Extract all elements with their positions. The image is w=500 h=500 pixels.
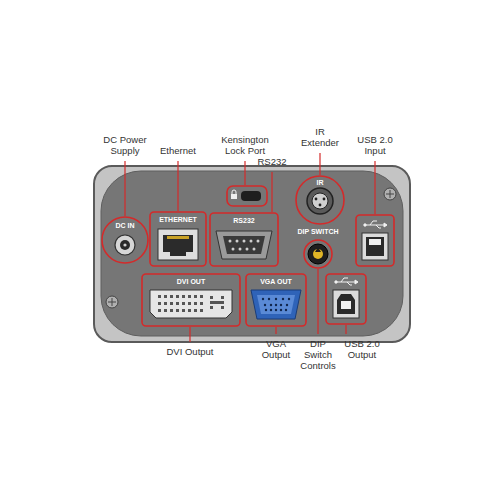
callout-outline (102, 176, 394, 326)
usb-a-port (362, 233, 388, 260)
screw (106, 296, 118, 308)
callout-label: RS232 (255, 156, 289, 167)
dc-jack (115, 235, 135, 255)
usb-b-port (333, 290, 359, 318)
panel-marking: RS232 (224, 217, 264, 225)
housing (94, 166, 410, 342)
ethernet-jack (158, 229, 198, 260)
ir-connector (307, 188, 333, 214)
callout-label: Ethernet (153, 145, 203, 156)
panel-marking: DC IN (107, 222, 143, 230)
callout-label: DC Power Supply (100, 134, 150, 156)
callout-label: IR Extender (298, 126, 342, 148)
dip-switch-dial (308, 244, 328, 264)
usb-symbol (364, 221, 387, 228)
vga-connector (251, 290, 301, 319)
panel-marking: VGA OUT (251, 278, 301, 286)
panel-marking: DIP SWITCH (293, 228, 343, 236)
usb-symbol (335, 278, 358, 285)
callout-label: Kensington Lock Port (216, 134, 274, 156)
rs232-connector (216, 231, 272, 259)
callout-label: VGA Output (255, 338, 297, 360)
kensington-slot (231, 190, 261, 201)
panel-marking: DVI OUT (166, 278, 216, 286)
callout-label: USB 2.0 Output (341, 338, 383, 360)
leader-line (125, 153, 375, 342)
panel-marking: ETHERNET (152, 216, 204, 224)
panel-marking: IR (312, 179, 328, 187)
back-plate (101, 171, 403, 336)
callout-label: DIP Switch Controls (297, 338, 339, 371)
screw (384, 188, 396, 200)
callout-label: DVI Output (155, 346, 225, 357)
dvi-connector (150, 290, 232, 318)
callout-label: USB 2.0 Input (354, 134, 396, 156)
